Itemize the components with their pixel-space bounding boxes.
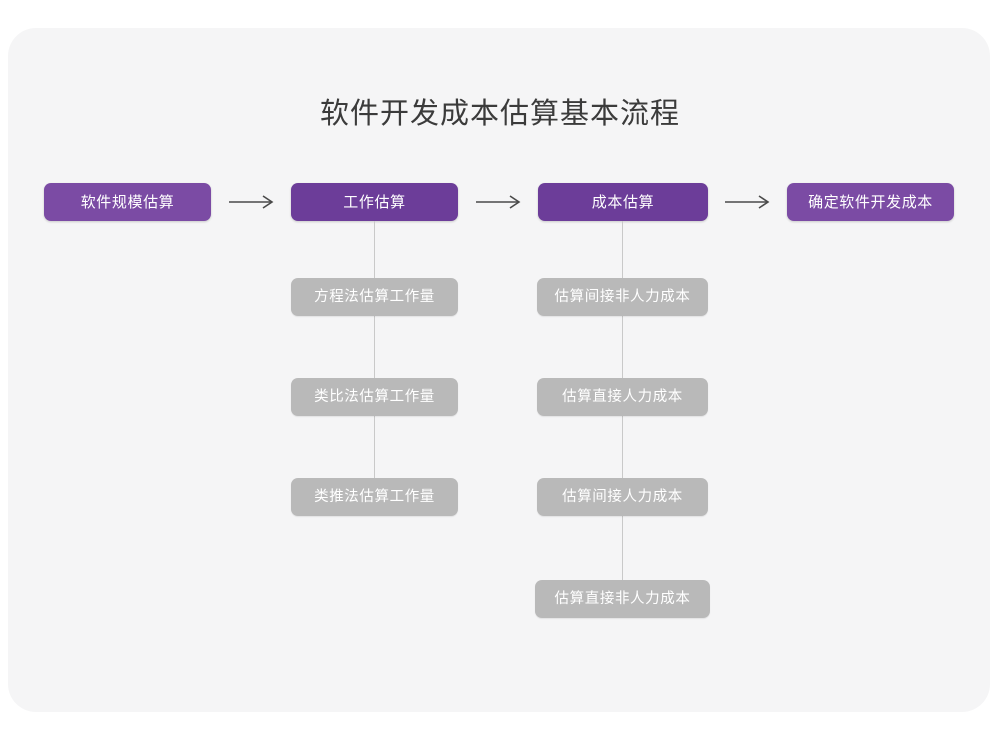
- stage-node-software-scale[interactable]: 软件规模估算: [44, 183, 211, 221]
- substep-node-indirect-nonlabor-cost[interactable]: 估算间接非人力成本: [537, 278, 708, 316]
- connector-line: [622, 316, 623, 378]
- stage-node-label: 确定软件开发成本: [808, 193, 933, 211]
- substep-node-direct-nonlabor-cost[interactable]: 估算直接非人力成本: [535, 580, 710, 618]
- stage-node-effort-estimation[interactable]: 工作估算: [291, 183, 458, 221]
- substep-node-label: 估算直接非人力成本: [554, 590, 691, 607]
- stage-node-final-cost[interactable]: 确定软件开发成本: [787, 183, 954, 221]
- substep-node-direct-labor-cost[interactable]: 估算直接人力成本: [537, 378, 708, 416]
- connector-line: [374, 221, 375, 278]
- substep-node-label: 估算直接人力成本: [562, 388, 683, 405]
- substep-node-indirect-labor-cost[interactable]: 估算间接人力成本: [537, 478, 708, 516]
- flow-arrow-1: [228, 187, 278, 217]
- stage-node-label: 工作估算: [343, 193, 406, 211]
- substep-node-equation-method[interactable]: 方程法估算工作量: [291, 278, 458, 316]
- stage-node-label: 成本估算: [591, 193, 655, 211]
- flow-arrow-3: [724, 187, 774, 217]
- substep-node-label: 方程法估算工作量: [314, 288, 435, 305]
- substep-node-inference-method[interactable]: 类推法估算工作量: [291, 478, 458, 516]
- stage-node-label: 软件规模估算: [80, 193, 175, 211]
- flow-arrow-2: [475, 187, 525, 217]
- connector-line: [622, 416, 623, 478]
- connector-line: [374, 316, 375, 378]
- connector-line: [622, 516, 623, 580]
- substep-node-analogy-method[interactable]: 类比法估算工作量: [291, 378, 458, 416]
- substep-node-label: 估算间接非人力成本: [554, 288, 691, 305]
- diagram-card: [8, 28, 990, 712]
- connector-line: [622, 221, 623, 278]
- substep-node-label: 估算间接人力成本: [562, 488, 683, 505]
- connector-line: [374, 416, 375, 478]
- substep-node-label: 类推法估算工作量: [314, 488, 435, 505]
- page-title: 软件开发成本估算基本流程: [319, 98, 680, 130]
- substep-node-label: 类比法估算工作量: [314, 388, 435, 405]
- stage-node-cost-estimation[interactable]: 成本估算: [538, 183, 708, 221]
